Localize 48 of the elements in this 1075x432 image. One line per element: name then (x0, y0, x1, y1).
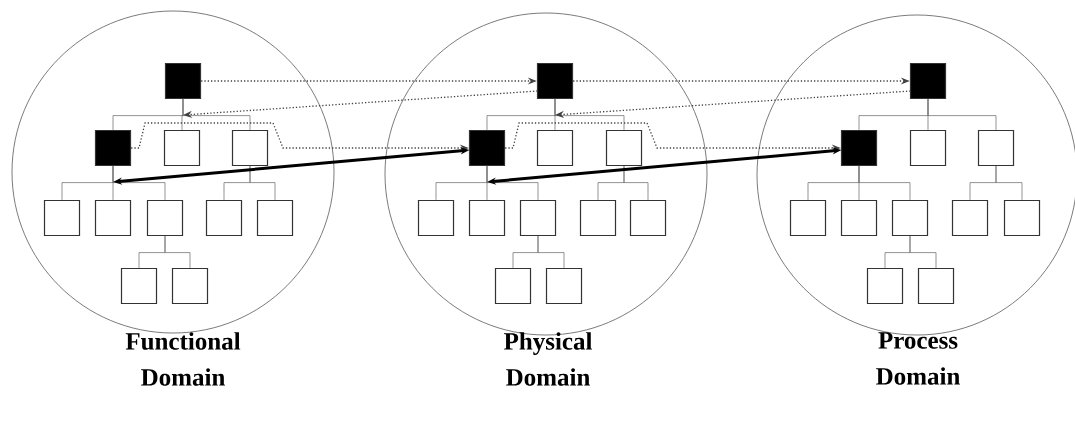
tree-connector (537, 235, 565, 269)
box (205, 199, 243, 237)
box (43, 199, 81, 237)
tree-connector (995, 165, 1023, 201)
tree-connector (909, 235, 937, 269)
box (545, 267, 583, 305)
domain-label: Physical Domain (504, 332, 593, 386)
box (494, 267, 532, 305)
box (866, 267, 904, 305)
filled-box (94, 129, 132, 167)
box (120, 267, 158, 305)
filled-box (909, 62, 947, 100)
box (146, 199, 184, 237)
tree-connector (249, 165, 276, 201)
tree-connector (623, 165, 649, 201)
box (840, 199, 878, 237)
filled-box (536, 62, 574, 100)
box (417, 199, 455, 237)
domain-label: Functional Domain (125, 332, 241, 386)
box (536, 129, 574, 167)
tree-connector (486, 165, 539, 201)
tree-connector (112, 165, 166, 201)
box (579, 199, 617, 237)
box (94, 199, 132, 237)
box (629, 199, 667, 237)
box (468, 199, 506, 237)
box (789, 199, 827, 237)
box (909, 129, 947, 167)
tree-connector (554, 98, 625, 131)
box (171, 267, 209, 305)
tree-connector (858, 165, 911, 201)
tree-connector (182, 98, 251, 131)
box (951, 199, 989, 237)
filled-box (164, 62, 202, 100)
box (231, 129, 269, 167)
box (917, 267, 955, 305)
box (256, 199, 294, 237)
box (163, 129, 201, 167)
box (605, 129, 643, 167)
tree-connector (164, 235, 191, 269)
box (519, 199, 557, 237)
filled-box (840, 129, 878, 167)
domain-label: Process Domain (876, 332, 960, 385)
filled-box (468, 129, 506, 167)
box (977, 129, 1015, 167)
tree-connector (927, 98, 997, 131)
box (891, 199, 929, 237)
box (1003, 199, 1041, 237)
